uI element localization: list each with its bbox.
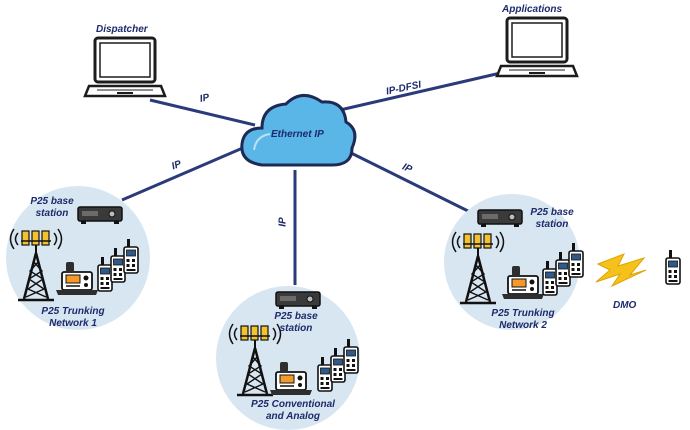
link-site1 [121,145,246,202]
site2-network-label: P25 Trunking Network 2 [478,308,568,332]
network-links [121,70,506,285]
site2-network-line2: Network 2 [499,320,547,331]
site3-network-label: P25 Conventional and Analog [238,399,348,423]
site3-network-line1: P25 Conventional [251,399,335,410]
applications-laptop-icon [495,16,579,78]
lightning-icon [595,253,647,288]
site1-network-line2: Network 1 [49,318,97,329]
site1-network-label: P25 Trunking Network 1 [28,306,118,330]
dmo-handheld-radio-icon [665,249,681,285]
site1-base-station-line2: station [35,208,69,219]
dmo-label: DMO [613,300,637,311]
site3-base-station-icon [275,291,321,310]
dispatcher-label: Dispatcher [96,24,148,35]
link-site2 [344,148,471,214]
site2-base-station-line1: P25 base [530,207,574,218]
site2-network-line1: P25 Trunking [491,308,555,319]
cloud-label: Ethernet IP [271,129,324,140]
site2-base-station-label: P25 base station [522,207,582,231]
applications-label: Applications [502,4,563,15]
site3-base-station-line1: P25 base [274,311,318,322]
site3-network-line2: and Analog [265,411,321,422]
site3-base-station-label: P25 base station [266,311,326,335]
site1-base-station-icon [77,206,123,225]
site1-network-line1: P25 Trunking [41,306,105,317]
site1-base-station-line1: P25 base [30,196,74,207]
link-applications [339,70,506,112]
site3-base-station-line2: station [279,323,313,334]
cloud-icon [240,94,357,167]
dispatcher-laptop-icon [83,36,167,98]
link-site3-label: IP [277,217,289,227]
site2-base-station-line2: station [535,219,569,230]
site1-base-station-label: P25 base station [22,196,82,220]
site2-base-station-icon [477,209,523,228]
link-dispatcher [149,98,256,127]
